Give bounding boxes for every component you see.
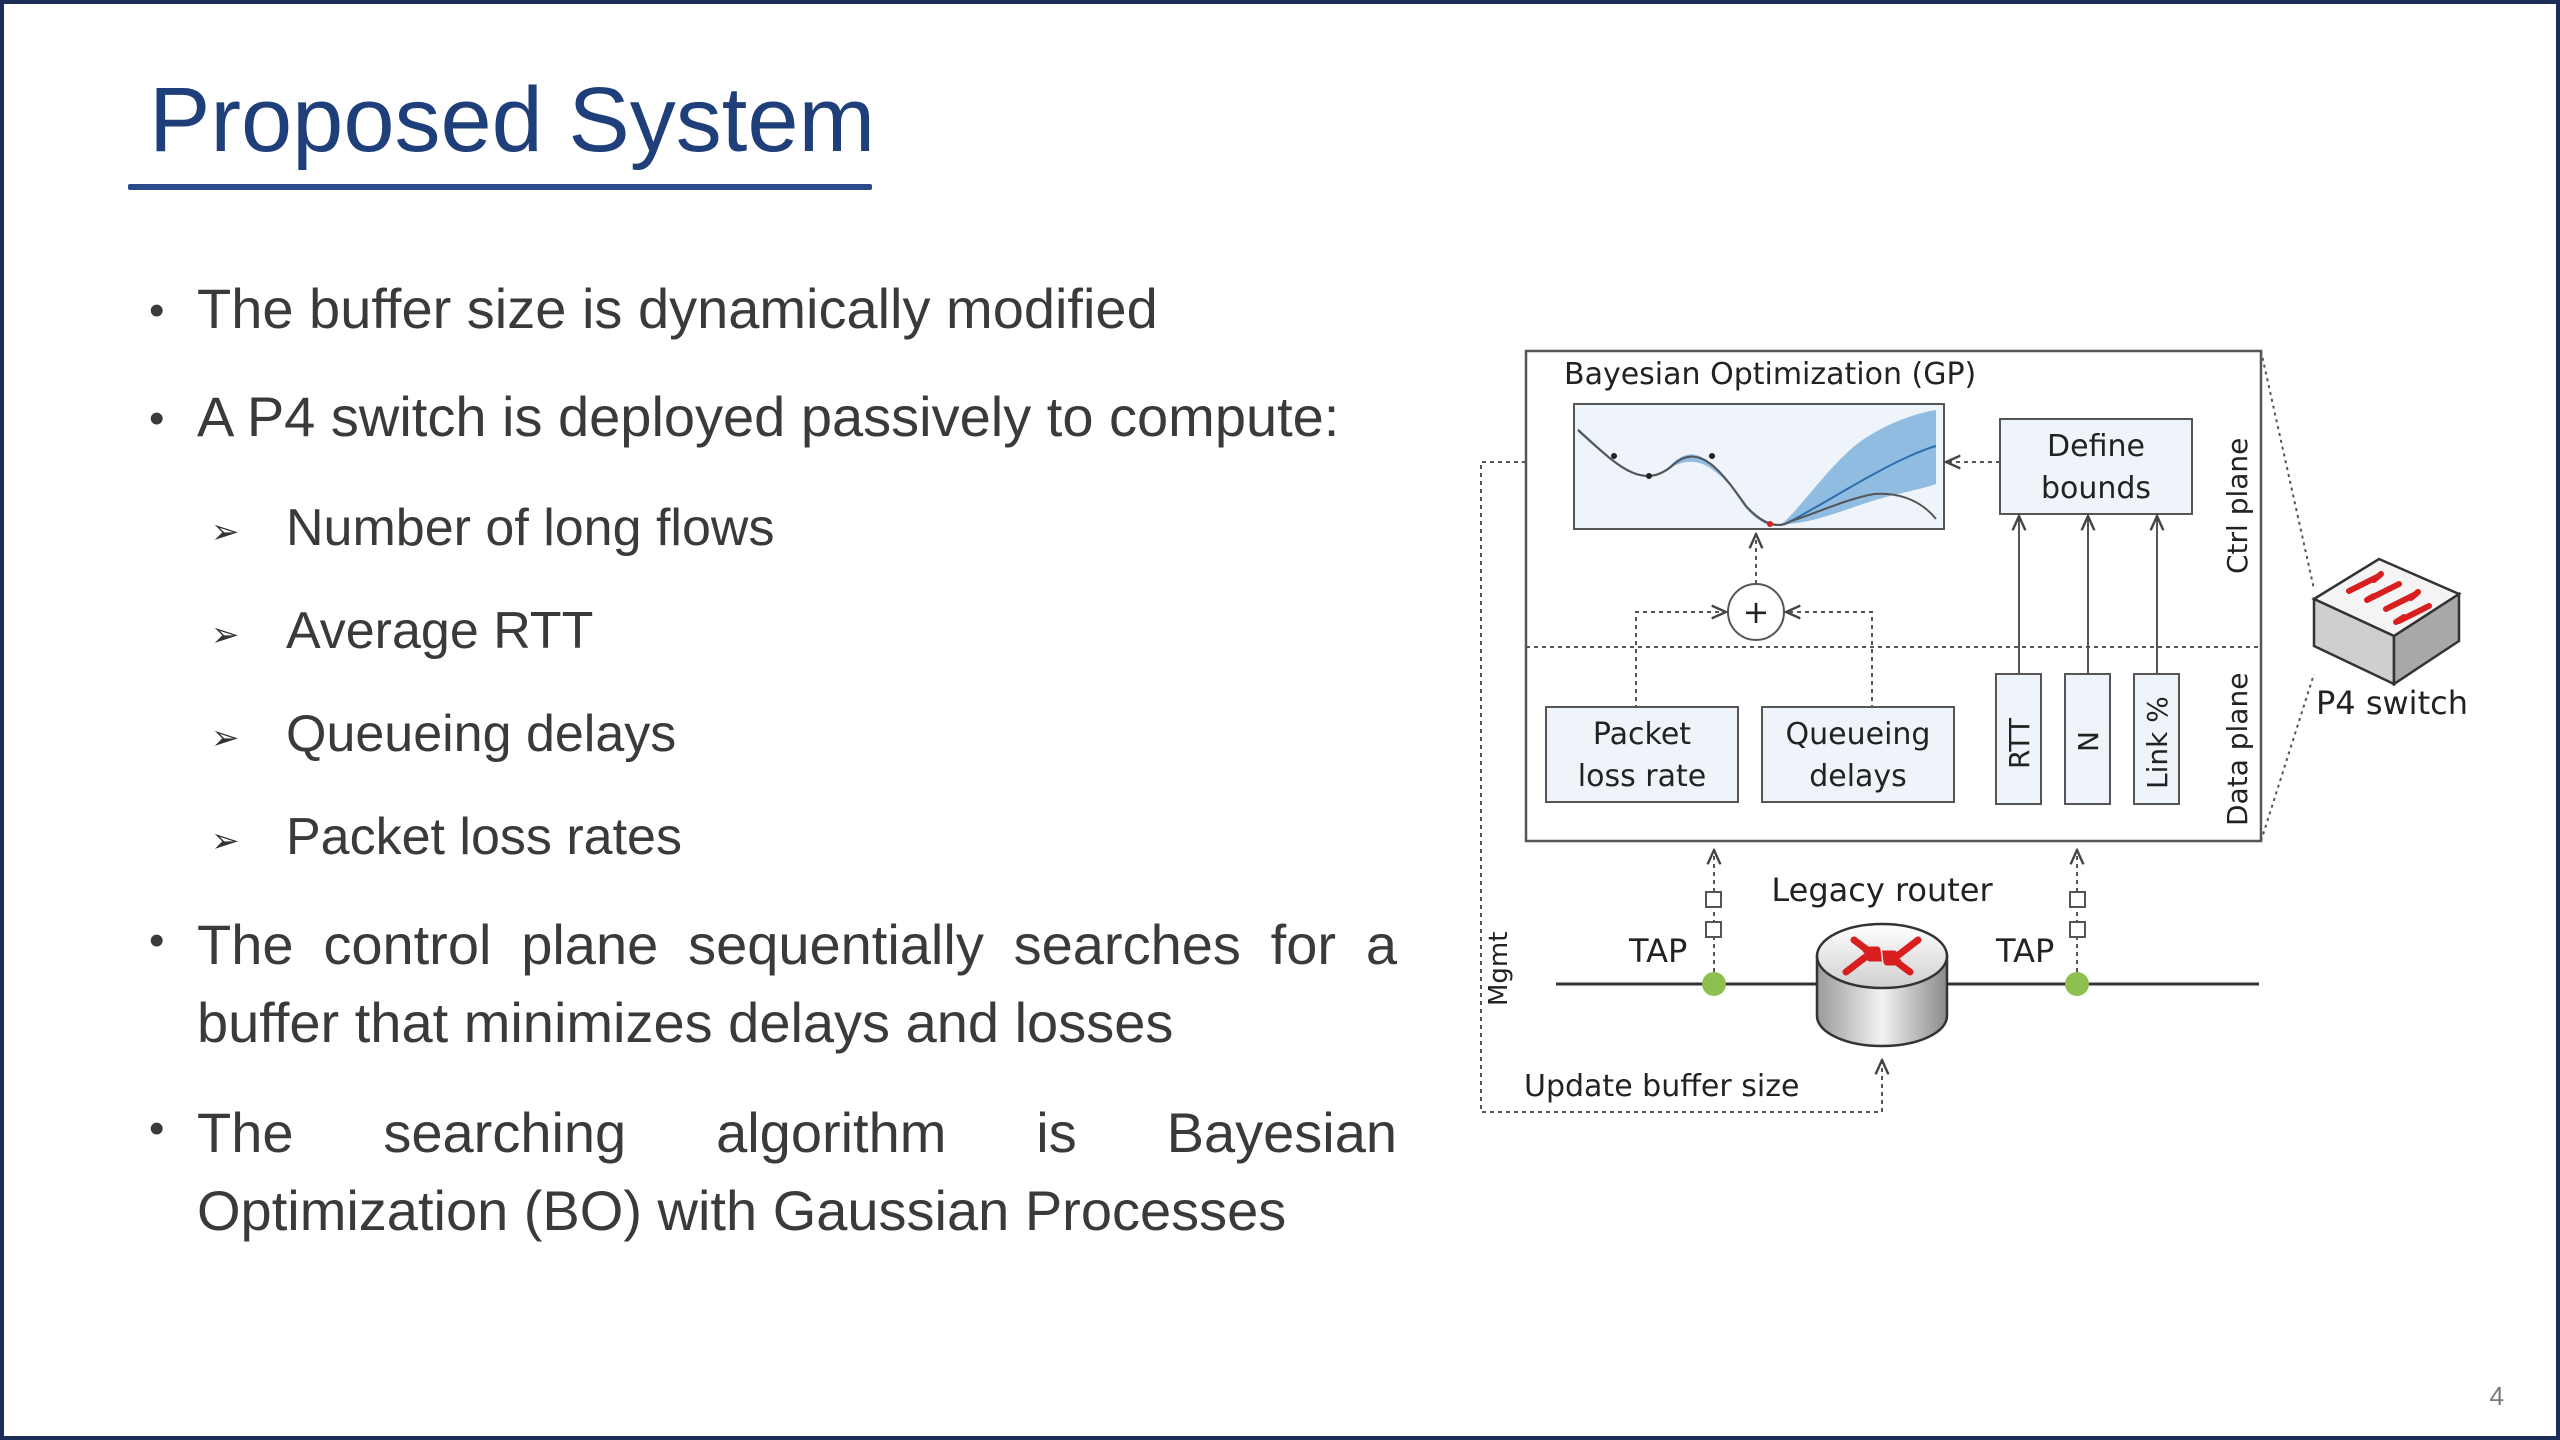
tap-right-dot: [2065, 972, 2089, 996]
arrow-bullet-icon: ➢: [211, 719, 240, 757]
n-text: N: [2072, 731, 2105, 752]
sub-bullet-text: Queueing delays: [286, 705, 677, 763]
data-plane-label: Data plane: [2221, 673, 2254, 826]
update-buffer-label: Update buffer size: [1524, 1069, 1799, 1104]
sub-bullet-text: Packet loss rates: [286, 808, 682, 866]
packet-loss-box: [1545, 706, 1739, 803]
arrow-bullet-icon: ➢: [211, 513, 240, 551]
packet-loss-text-1: Packet: [1593, 717, 1691, 752]
router-icon: [1815, 922, 1949, 1048]
bullet-dot: •: [149, 916, 165, 965]
bullet-dot: •: [149, 286, 165, 335]
queueing-delays-text-1: Queueing: [1786, 717, 1931, 752]
gp-plot: [1573, 403, 1945, 530]
bullet-dot: •: [149, 1104, 165, 1153]
p4-switch-icon: [2311, 557, 2462, 687]
title-underline: [128, 184, 872, 190]
mgmt-label: Mgmt: [1484, 932, 1514, 1006]
sum-node-symbol: +: [1743, 593, 1770, 631]
arrow-bullet-icon: ➢: [211, 616, 240, 654]
page-number: 4: [2489, 1381, 2504, 1411]
bullet-dot: •: [149, 394, 165, 443]
p4-switch-label: P4 switch: [2316, 684, 2468, 722]
define-bounds-text-2: bounds: [2041, 471, 2151, 506]
bullet-text: A P4 switch is deployed passively to com…: [197, 385, 1340, 448]
queueing-delays-box: [1761, 706, 1955, 803]
sub-bullet-text: Average RTT: [286, 602, 594, 660]
arrow-bullet-icon: ➢: [211, 822, 240, 860]
tap-left-label: TAP: [1628, 932, 1687, 970]
rtt-text: RTT: [2003, 717, 2036, 769]
link-box: [2133, 673, 2180, 805]
tap-right-label: TAP: [1995, 932, 2054, 970]
bullet-text: The control plane sequentially searches …: [197, 913, 1397, 1054]
define-bounds-box: [1999, 418, 2193, 515]
bullet-text: The searching algorithm is Bayesian Opti…: [197, 1101, 1397, 1242]
packet-loss-text-2: loss rate: [1578, 759, 1706, 794]
mgmt-path: [1480, 461, 1882, 1113]
define-bounds-text-1: Define: [2047, 429, 2145, 464]
tap-left-dot: [1702, 972, 1726, 996]
link-text: Link %: [2141, 696, 2174, 789]
system-diagram: Bayesian Optimization (GP) Define bounds…: [1474, 344, 2494, 1134]
legacy-router-label: Legacy router: [1771, 871, 1993, 909]
ctrl-plane-label: Ctrl plane: [2221, 438, 2254, 574]
sub-bullet-text: Number of long flows: [286, 499, 775, 557]
bo-label: Bayesian Optimization (GP): [1564, 357, 1976, 392]
queueing-delays-text-2: delays: [1809, 759, 1907, 794]
bullet-text: The buffer size is dynamically modified: [197, 277, 1158, 340]
slide-title: Proposed System: [149, 69, 876, 171]
